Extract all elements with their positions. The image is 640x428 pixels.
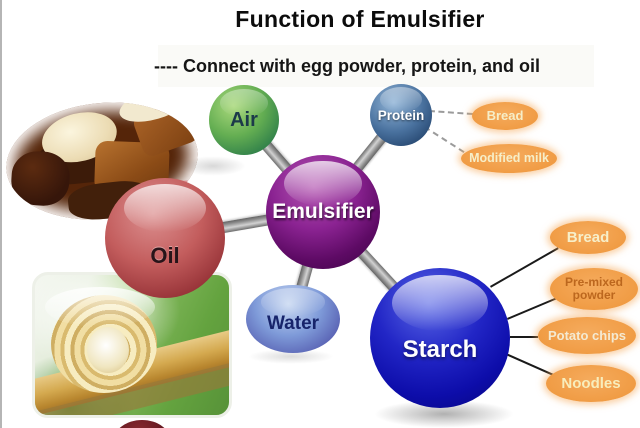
outcome-label: Pre-mixed powder [564,275,624,302]
water-node-shadow [248,349,334,364]
page-title: Function of Emulsifier [235,6,485,32]
node-protein: Protein [370,84,432,146]
outcome-label: Potato chips [547,327,626,343]
subtitle: ---- Connect with egg powder, protein, a… [154,56,540,76]
node-emulsifier-center: Emulsifier [266,155,380,269]
subtitle-background [158,45,594,87]
node-protein-label: Protein [377,107,425,123]
node-air-label: Air [230,108,258,131]
node-oil: Oil [105,178,225,298]
butter-photo [32,272,232,418]
outcome-label: Noodles [561,374,621,392]
node-oil-label: Oil [150,243,180,268]
node-emulsifier-label: Emulsifier [272,200,374,223]
sphere-gloss [392,275,488,331]
link-starch-potato-chips [510,336,538,338]
dashed-link-protein-bread [428,110,473,115]
partial-sphere-bottom [113,420,171,428]
outcome-starch-potato-chips: Potato chips [538,317,636,354]
air-node-shadow [180,156,246,176]
outcome-label: Bread [486,108,524,124]
node-water: Water [246,285,340,353]
node-air: Air [209,85,279,155]
node-water-label: Water [266,313,320,334]
chocolate-piece-dark [9,149,72,208]
node-starch-label: Starch [402,336,478,363]
link-starch-bread [490,247,559,288]
outcome-label: Modified milk [469,150,549,165]
butter-curl-center [87,327,129,373]
link-starch-noodles [503,352,558,378]
outcome-label: Bread [566,228,610,246]
outcome-starch-premixed-powder: Pre-mixed powder [550,268,638,310]
outcome-protein-bread: Bread [472,102,538,130]
sphere-gloss [261,288,325,316]
outcome-protein-modified-milk: Modified milk [461,144,557,173]
node-starch: Starch [370,268,510,408]
outcome-starch-bread: Bread [550,221,626,254]
butter-photo-sheen [45,287,155,327]
outcome-starch-noodles: Noodles [546,365,636,402]
link-starch-premixed-powder [507,297,558,320]
sphere-gloss [124,184,206,232]
dashed-link-protein-modified-milk [423,126,465,154]
